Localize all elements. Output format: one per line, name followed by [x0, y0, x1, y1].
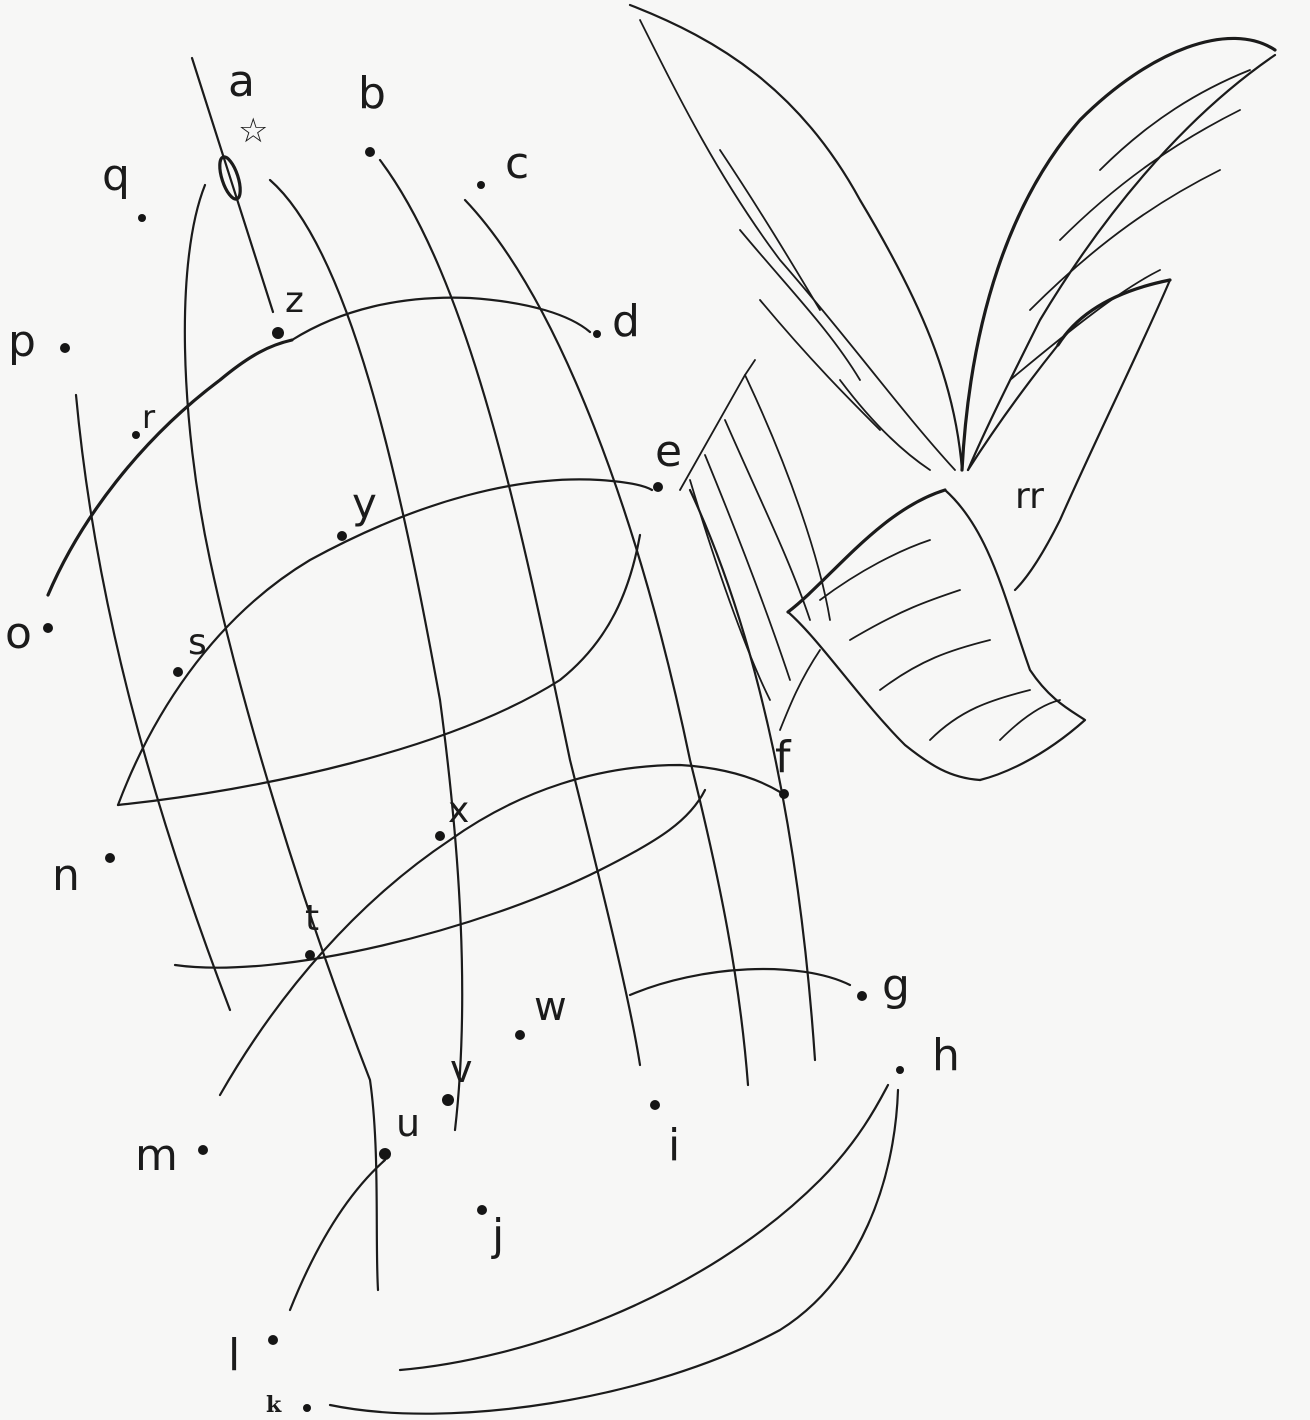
label-e: e	[655, 426, 682, 477]
point-r-dot	[132, 431, 140, 439]
label-s: s	[188, 622, 207, 663]
label-o: o	[5, 608, 32, 659]
label-g: g	[882, 960, 910, 1011]
point-y-dot	[337, 531, 347, 541]
label-m: m	[135, 1130, 178, 1181]
label-d: d	[612, 296, 640, 347]
label-v: v	[450, 1047, 473, 1091]
point-u-dot	[379, 1148, 391, 1160]
label-u: u	[396, 1101, 420, 1145]
point-z-dot	[272, 327, 284, 339]
point-x-dot	[435, 831, 445, 841]
label-z: z	[285, 280, 304, 321]
star-marker-icon: ☆	[238, 111, 268, 151]
point-i-dot	[650, 1100, 660, 1110]
label-r: r	[142, 398, 156, 436]
label-x: x	[448, 790, 469, 831]
point-h-dot	[896, 1066, 904, 1074]
point-f-dot	[779, 789, 789, 799]
label-h: h	[932, 1030, 960, 1081]
point-w-dot	[515, 1030, 525, 1040]
point-n-dot	[105, 853, 115, 863]
label-a: a	[228, 56, 255, 107]
label-f: f	[775, 732, 792, 783]
label-n: n	[52, 850, 80, 901]
label-j: j	[491, 1210, 504, 1261]
label-p: p	[8, 316, 36, 367]
point-b-dot	[365, 147, 375, 157]
point-p-dot	[60, 343, 70, 353]
point-o-dot	[43, 623, 53, 633]
point-l-dot	[268, 1335, 278, 1345]
point-s-dot	[173, 667, 183, 677]
label-c: c	[505, 138, 529, 189]
point-k-dot	[303, 1404, 311, 1412]
point-g-dot	[857, 991, 867, 1001]
label-i: i	[668, 1120, 680, 1171]
label-t: t	[305, 898, 319, 939]
point-e-dot	[653, 482, 663, 492]
point-c-dot	[477, 181, 485, 189]
label-q: q	[102, 150, 130, 201]
label-l: l	[228, 1330, 240, 1381]
point-t-dot	[305, 950, 315, 960]
point-q-dot	[138, 214, 146, 222]
label-b: b	[358, 68, 386, 119]
label-w: w	[534, 984, 567, 1030]
point-v-dot	[442, 1094, 454, 1106]
point-j-dot	[477, 1205, 487, 1215]
butterfly-mark-text: rr	[1015, 476, 1044, 517]
label-y: y	[352, 479, 377, 528]
label-k: k	[266, 1392, 282, 1418]
point-m-dot	[198, 1145, 208, 1155]
point-d-dot	[593, 330, 601, 338]
